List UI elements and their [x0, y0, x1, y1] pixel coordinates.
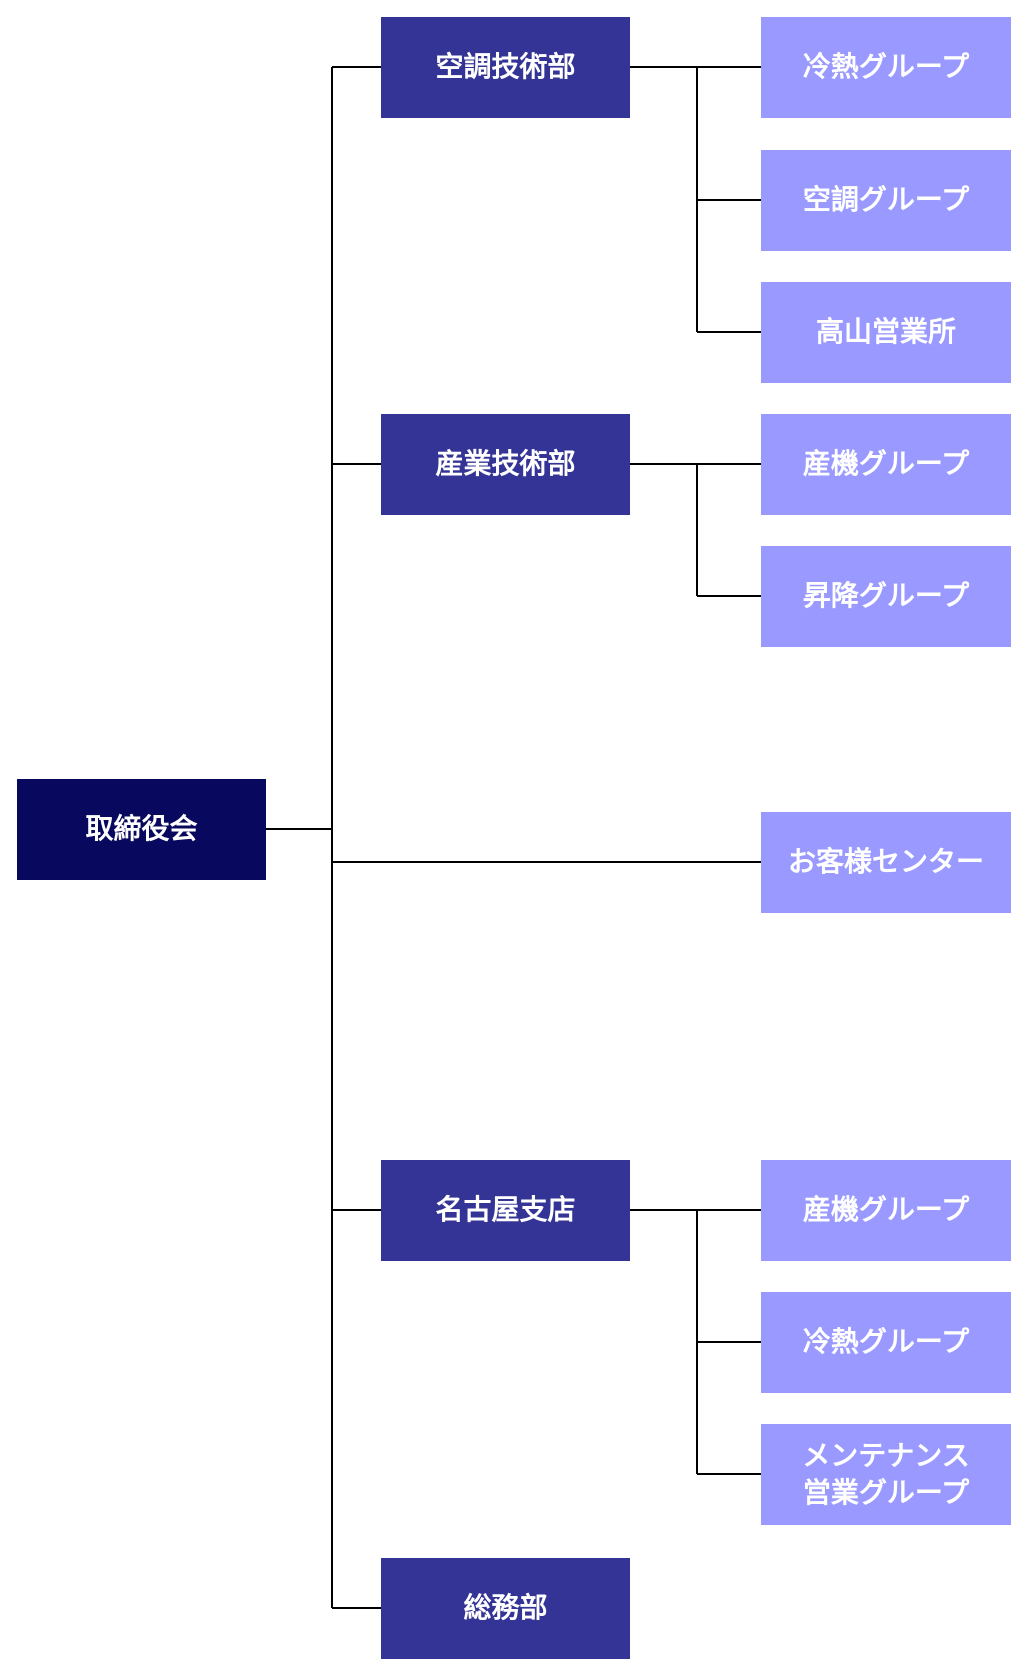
group-node-refrigeration: 冷熱グループ	[761, 17, 1011, 118]
dept-node-nagoya-branch: 名古屋支店	[381, 1160, 630, 1261]
dept-node-label: 産業技術部	[435, 447, 576, 481]
group-node-label: お客様センター	[787, 845, 984, 879]
dept-node-general-affairs: 総務部	[381, 1558, 630, 1659]
group-node-nagoya-industrial-machinery: 産機グループ	[761, 1160, 1011, 1261]
group-node-label: 産機グループ	[802, 447, 970, 481]
group-node-label: メンテナンス 営業グループ	[802, 1439, 970, 1509]
dept-node-industrial: 産業技術部	[381, 414, 630, 515]
group-node-label: 高山営業所	[815, 315, 956, 349]
group-node-nagoya-refrigeration: 冷熱グループ	[761, 1292, 1011, 1393]
dept-node-label: 空調技術部	[435, 50, 576, 84]
group-node-label: 冷熱グループ	[802, 50, 970, 84]
group-node-label: 冷熱グループ	[802, 1325, 970, 1359]
group-node-takayama-office: 高山営業所	[761, 282, 1011, 383]
group-node-elevator: 昇降グループ	[761, 546, 1011, 647]
group-node-industrial-machinery: 産機グループ	[761, 414, 1011, 515]
group-node-maintenance-sales: メンテナンス 営業グループ	[761, 1424, 1011, 1525]
group-node-label: 昇降グループ	[802, 579, 970, 613]
dept-node-air-conditioning: 空調技術部	[381, 17, 630, 118]
group-node-label: 産機グループ	[802, 1193, 970, 1227]
dept-node-label: 総務部	[463, 1591, 548, 1625]
group-node-label: 空調グループ	[802, 183, 970, 217]
dept-node-label: 名古屋支店	[435, 1193, 576, 1227]
group-node-customer-center: お客様センター	[761, 812, 1011, 913]
group-node-air-conditioning: 空調グループ	[761, 150, 1011, 251]
root-node-board: 取締役会	[17, 779, 266, 880]
root-node-label: 取締役会	[85, 812, 198, 846]
